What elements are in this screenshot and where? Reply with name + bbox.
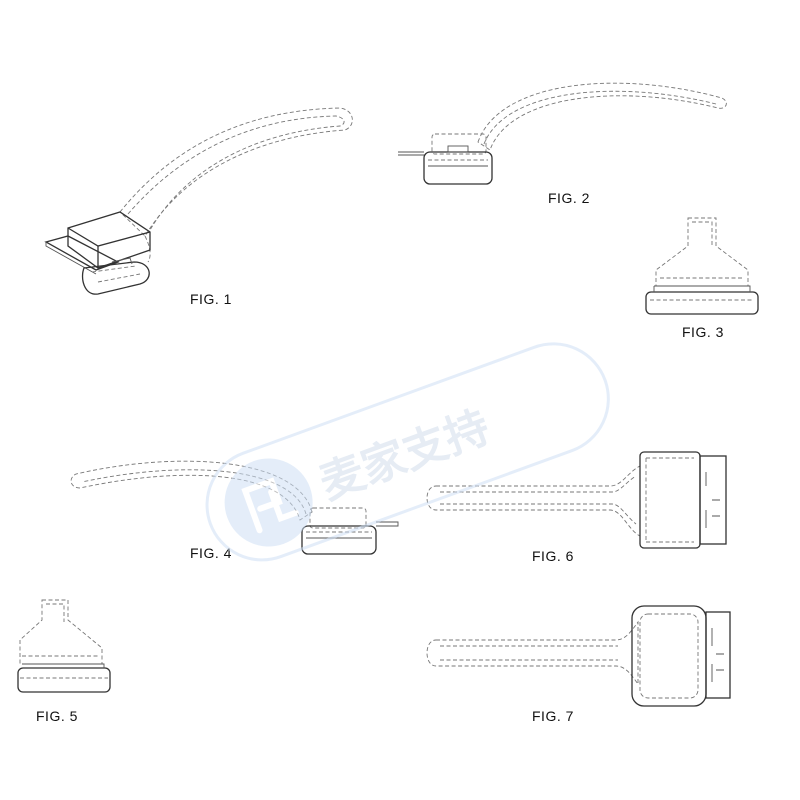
fig-2-label: FIG. 2 [548, 190, 590, 206]
figure-3-drawing [645, 217, 759, 315]
fig-3-label: FIG. 3 [682, 324, 724, 340]
figure-6-drawing [426, 451, 727, 549]
figure-7-drawing [426, 605, 731, 707]
fig-5-label: FIG. 5 [36, 708, 78, 724]
fig-4-label: FIG. 4 [190, 545, 232, 561]
figure-1-drawing [44, 107, 353, 295]
watermark: 麦家支持 [205, 342, 610, 562]
watermark-badge-outline [205, 342, 610, 562]
fig-7-label: FIG. 7 [532, 708, 574, 724]
fig-1-label: FIG. 1 [190, 291, 232, 307]
figure-5-drawing [17, 599, 111, 693]
figure-2-drawing [398, 82, 727, 185]
fig-6-label: FIG. 6 [532, 548, 574, 564]
